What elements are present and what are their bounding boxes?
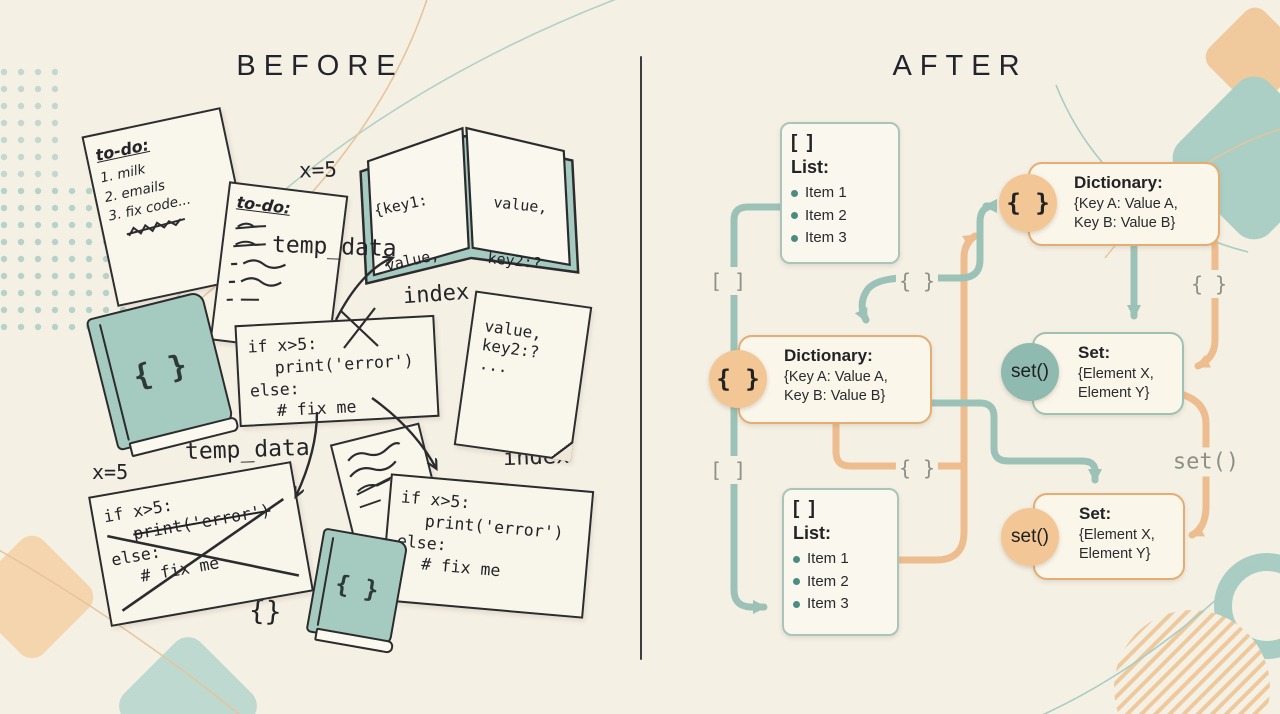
dictionary-line: Key B: Value B}: [784, 387, 886, 404]
list-item: Item 1: [791, 182, 889, 205]
todo-note-2: to-do:: [209, 181, 349, 355]
ring-bottomright-teal: [1214, 553, 1280, 659]
dictionary-line: {Key A: Value A,: [784, 369, 888, 385]
dictionary-badge: { }: [709, 350, 767, 408]
list-item: Item 3: [791, 227, 889, 250]
label-x5-left: x=5: [92, 460, 129, 484]
before-title: BEFORE: [236, 50, 404, 82]
code-snippet-crossed: if x>5: print('error') else: # fix me: [88, 461, 314, 627]
set-title: Set:: [1078, 343, 1111, 362]
dictionary-node-mid: Dictionary: {Key A: Value A, Key B: Valu…: [738, 335, 932, 424]
dictionary-line: {Key A: Value A,: [1074, 196, 1178, 212]
connector-to-dict-mid-teal: [854, 274, 904, 324]
list-card-bottom: [ ] List: Item 1 Item 2 Item 3: [782, 488, 899, 636]
connector-dict-to-bottomset-teal: [914, 399, 1102, 484]
dot-grid-small: [0, 62, 58, 182]
list-item-label: Item 1: [807, 550, 849, 567]
list-item: Item 1: [793, 548, 888, 571]
set-badge: set(): [1001, 343, 1059, 401]
after-title: AFTER: [892, 50, 1028, 82]
list-item-label: Item 3: [805, 229, 847, 246]
list-item-label: Item 3: [807, 595, 849, 612]
bullet-dot: [793, 600, 800, 608]
set-function-icon: set(): [1011, 526, 1049, 547]
bullet-dot: [791, 234, 798, 242]
list-item: Item 2: [791, 205, 889, 228]
crossout-x: [107, 497, 300, 612]
dictionary-title: Dictionary:: [784, 346, 873, 365]
set-line: {Element X,: [1078, 366, 1154, 382]
list-card-top: [ ] List: Item 1 Item 2 Item 3: [780, 122, 900, 264]
bullet-dot: [791, 189, 798, 197]
dictionary-line: Key B: Value B}: [1074, 214, 1176, 231]
flow-symbol-brace: { }: [895, 454, 939, 482]
list-symbol: [ ]: [791, 132, 815, 153]
braces-icon: { }: [716, 365, 760, 393]
braces-icon: { }: [1006, 189, 1050, 217]
set-line: Element Y}: [1079, 545, 1151, 562]
list-item: Item 3: [793, 593, 888, 616]
list-item-label: Item 2: [807, 572, 849, 590]
list-item-label: Item 2: [805, 206, 847, 224]
list-symbol: [ ]: [793, 498, 817, 519]
diamond-bottomleft-orange: [0, 535, 94, 659]
open-book-shape: [359, 126, 580, 286]
set-line: Element Y}: [1078, 384, 1150, 401]
hatched-circle-bottomright: [1114, 610, 1270, 714]
curve-bottomright-teal: [1042, 555, 1263, 714]
list-card-face: [ ] List: Item 1 Item 2 Item 3: [780, 122, 900, 264]
list-title: List:: [791, 157, 829, 177]
panel-divider: [640, 56, 642, 660]
scribble-lines: [226, 222, 286, 301]
scribble-crossout: [126, 217, 186, 237]
list-item: Item 2: [793, 571, 888, 594]
connector-to-dict-top-teal: [926, 199, 997, 282]
connector-dict-branch-orange: [832, 417, 968, 470]
bullet-dot: [793, 555, 800, 563]
set-title: Set:: [1079, 504, 1112, 523]
flow-symbol-brace: { }: [895, 267, 939, 295]
flow-symbol-set: set(): [1169, 447, 1243, 477]
set-badge: set(): [1001, 508, 1059, 566]
bullet-dot: [791, 212, 798, 220]
flow-symbol-brace: { }: [1187, 270, 1231, 298]
flow-symbol-bracket: [ ]: [706, 267, 750, 295]
dictionary-title: Dictionary:: [1074, 173, 1163, 192]
todo-note-1: to-do: 1. milk 2. emails 3. fix code...: [81, 107, 257, 307]
list-item-label: Item 1: [805, 184, 847, 201]
flow-symbol-bracket: [ ]: [706, 456, 750, 484]
dictionary-node-top: Dictionary: {Key A: Value A, Key B: Valu…: [1028, 162, 1220, 246]
list-card-face: [ ] List: Item 1 Item 2 Item 3: [782, 488, 899, 636]
set-line: {Element X,: [1079, 527, 1155, 543]
bullet-dot: [793, 578, 800, 586]
dictionary-badge: { }: [999, 174, 1057, 232]
list-title: List:: [793, 523, 831, 543]
set-function-icon: set(): [1011, 361, 1049, 382]
connector-list-to-dict-orange: [886, 232, 979, 564]
diamond-bottomleft-teal: [119, 637, 257, 714]
open-book: {key1: value, ... value, key2:? ...: [354, 106, 584, 329]
